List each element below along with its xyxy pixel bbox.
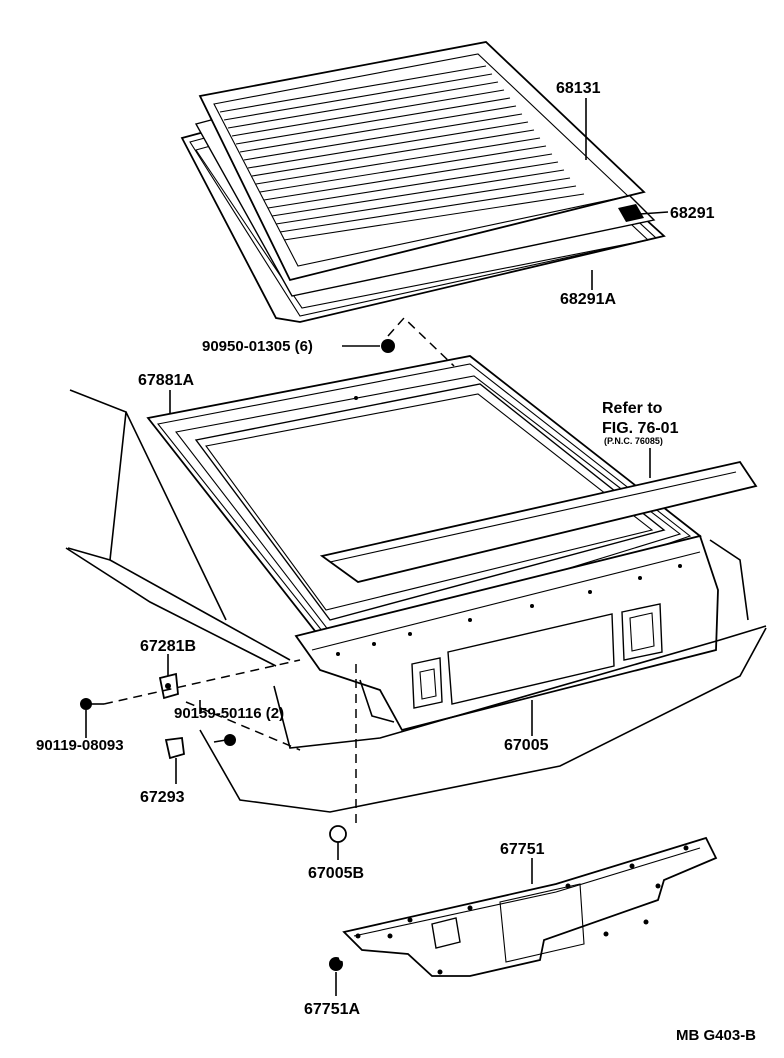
rear-louver-panel [180, 41, 666, 323]
assembly-dash-lines [103, 316, 455, 826]
back-door [65, 355, 767, 813]
bolt-90159-50116-icon [213, 734, 236, 746]
trim-board-67751 [342, 836, 718, 977]
seal-piece-icon [618, 204, 644, 222]
label-67751: 67751 [500, 841, 545, 858]
leader-lines [85, 98, 669, 996]
refer-pnc-text: (P.N.C. 76085) [604, 436, 663, 446]
label-68291: 68291 [670, 205, 715, 222]
figure-code: MB G403-B [676, 1027, 756, 1044]
label-67005: 67005 [504, 737, 549, 754]
clip-67751A-icon [329, 955, 345, 971]
refer-fig-text: FIG. 76-01 [602, 420, 679, 437]
label-67005B: 67005B [308, 865, 364, 882]
hinge-67281B [158, 672, 179, 700]
louver-slats [219, 65, 585, 241]
label-90159-50116: 90159-50116 (2) [174, 705, 284, 722]
clip-90950-01305-icon [381, 339, 395, 353]
label-67281B: 67281B [140, 638, 196, 655]
label-67751A: 67751A [304, 1001, 360, 1018]
label-67293: 67293 [140, 789, 185, 806]
label-68291A: 68291A [560, 291, 616, 308]
label-90119-08093: 90119-08093 [36, 737, 124, 754]
refer-to-text: Refer to [602, 400, 663, 417]
bracket-67293 [164, 736, 185, 760]
plug-67005B-icon [329, 825, 347, 843]
label-68131: 68131 [556, 80, 601, 97]
label-90950-01305: 90950-01305 (6) [202, 338, 313, 355]
bolt-90119-08093-icon [80, 698, 104, 710]
label-67881A: 67881A [138, 372, 194, 389]
